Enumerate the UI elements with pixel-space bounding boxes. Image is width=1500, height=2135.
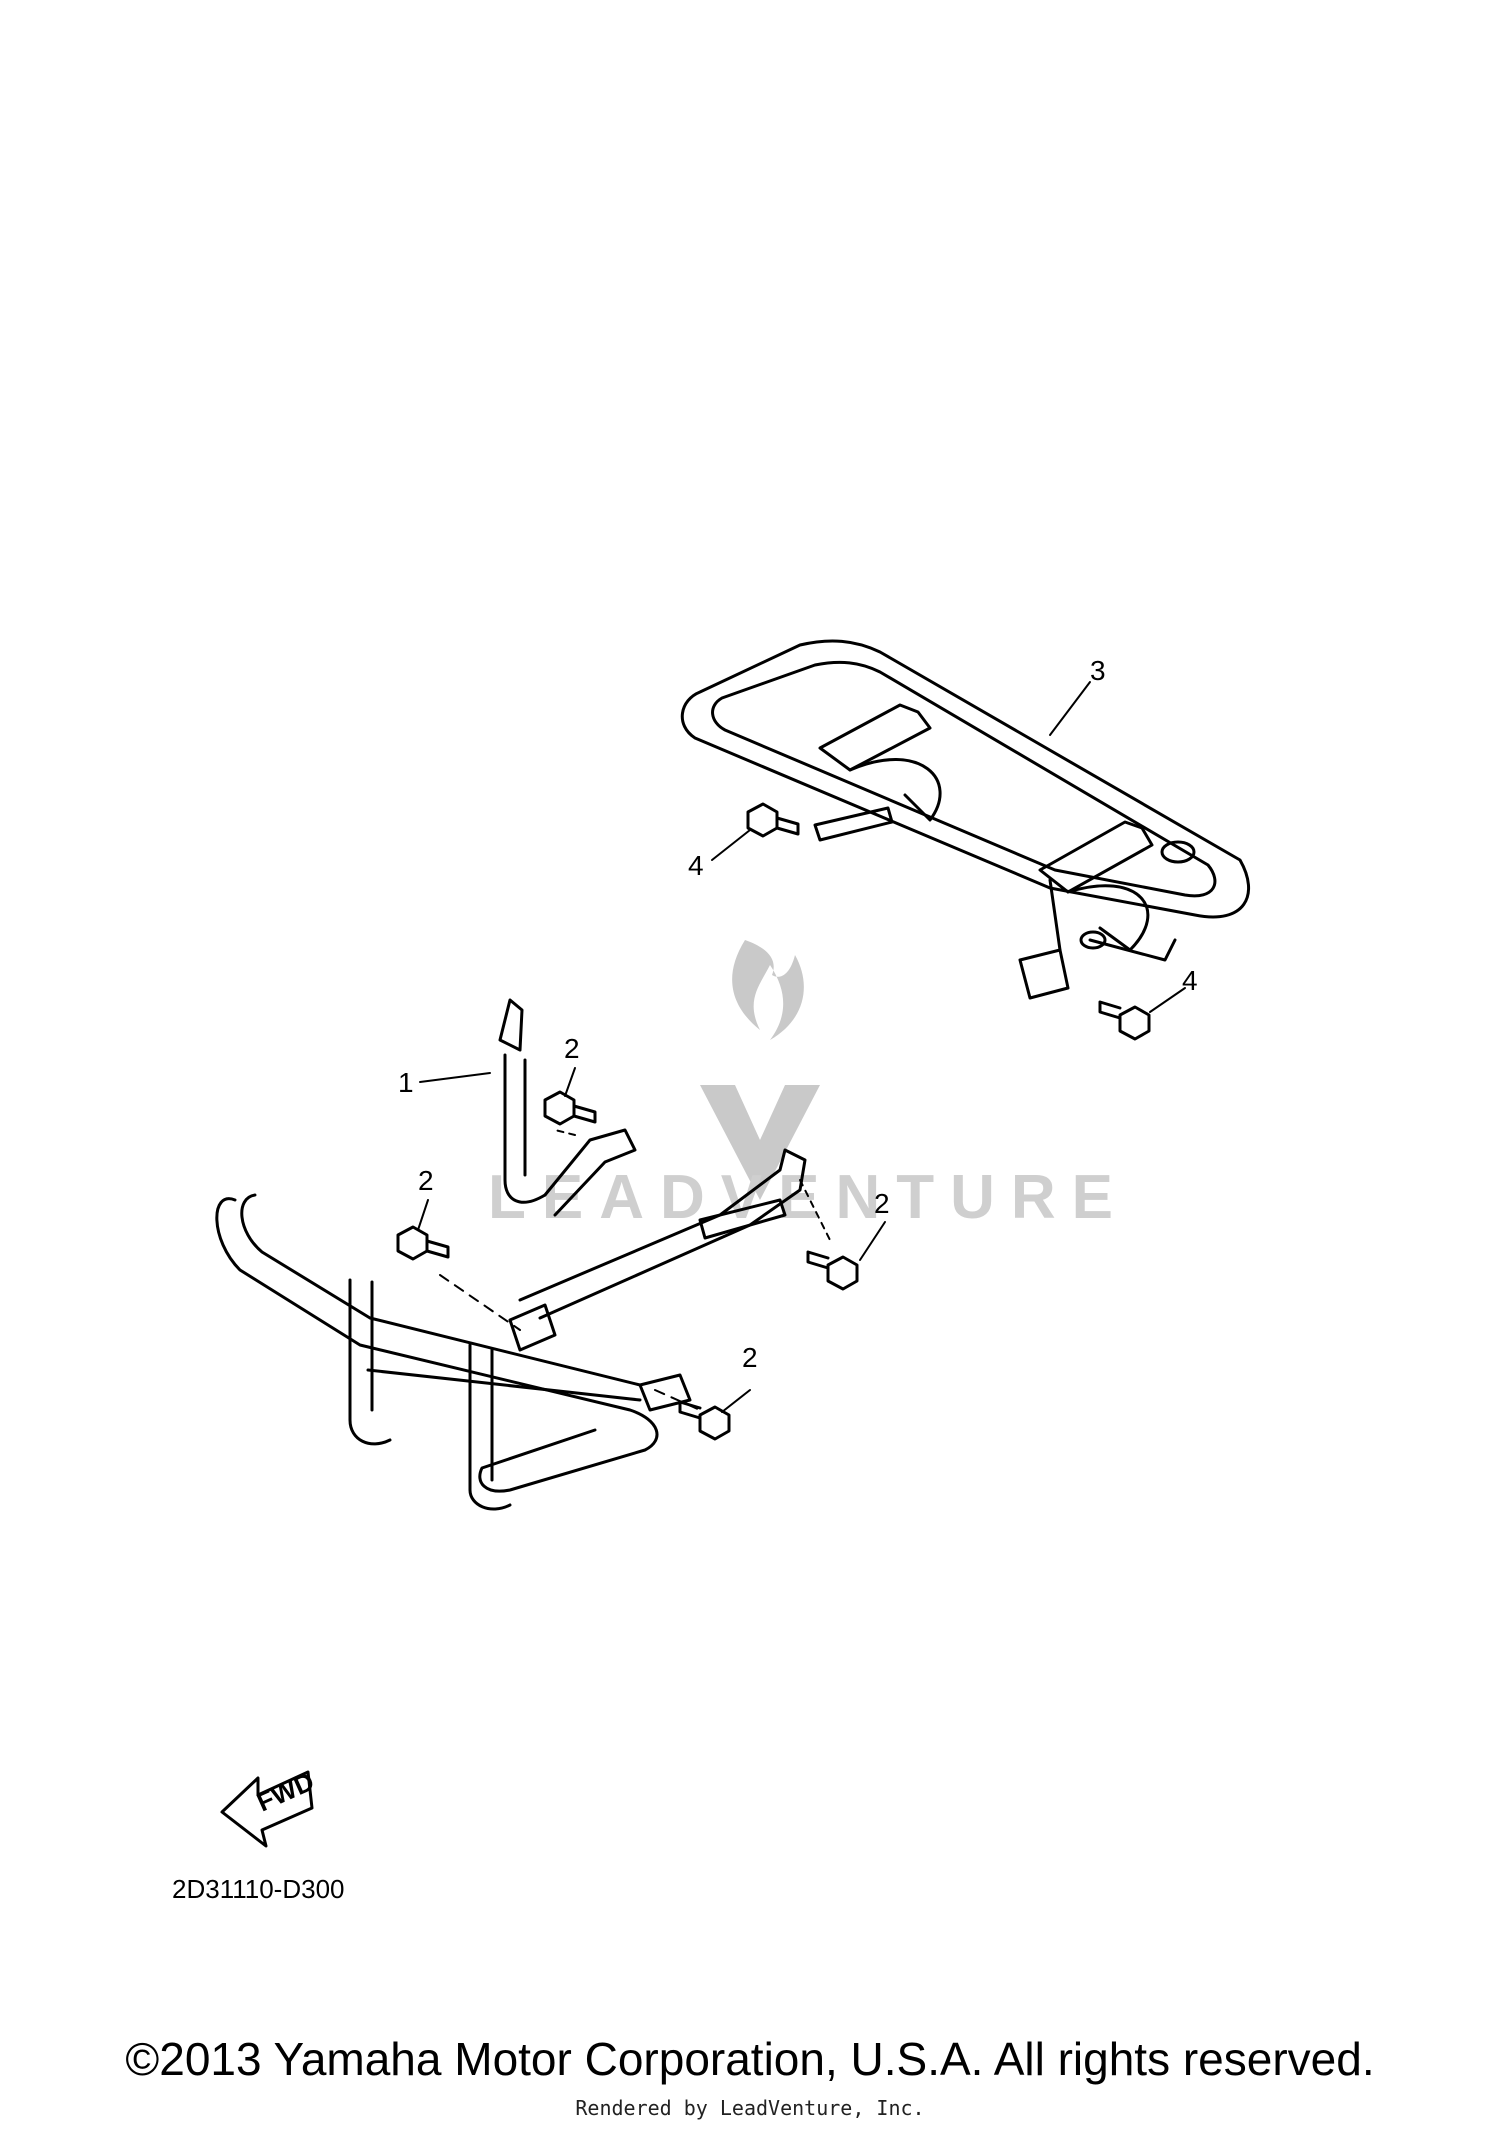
leadventure-watermark: LEADVENTURE [488, 940, 1129, 1232]
callout-2b: 2 [418, 1165, 434, 1196]
fwd-arrow-icon: FWD [220, 1766, 319, 1848]
bolt-part-4-a [746, 802, 800, 838]
callout-2c: 2 [874, 1188, 890, 1219]
bolt-part-4-b [1098, 1000, 1151, 1041]
callout-4b: 4 [1182, 965, 1198, 996]
rendered-by-notice: Rendered by LeadVenture, Inc. [575, 2096, 925, 2120]
front-guard-part-1 [215, 998, 831, 1511]
bolt-part-2-a [543, 1090, 597, 1126]
rear-guard-part-3 [680, 639, 1250, 1000]
callout-1: 1 [398, 1067, 414, 1098]
callout-3: 3 [1090, 655, 1106, 686]
callout-2d: 2 [742, 1342, 758, 1373]
callout-4a: 4 [688, 850, 704, 881]
diagram-code: 2D31110-D300 [172, 1874, 345, 1904]
bolt-part-2-c [806, 1250, 859, 1291]
watermark-text: LEADVENTURE [488, 1163, 1129, 1232]
callout-2a: 2 [564, 1033, 580, 1064]
callout-leaders [417, 681, 1186, 1413]
bolt-part-2-b [396, 1225, 450, 1261]
copyright-notice: ©2013 Yamaha Motor Corporation, U.S.A. A… [125, 2033, 1375, 2085]
bolt-part-2-d [678, 1400, 731, 1441]
